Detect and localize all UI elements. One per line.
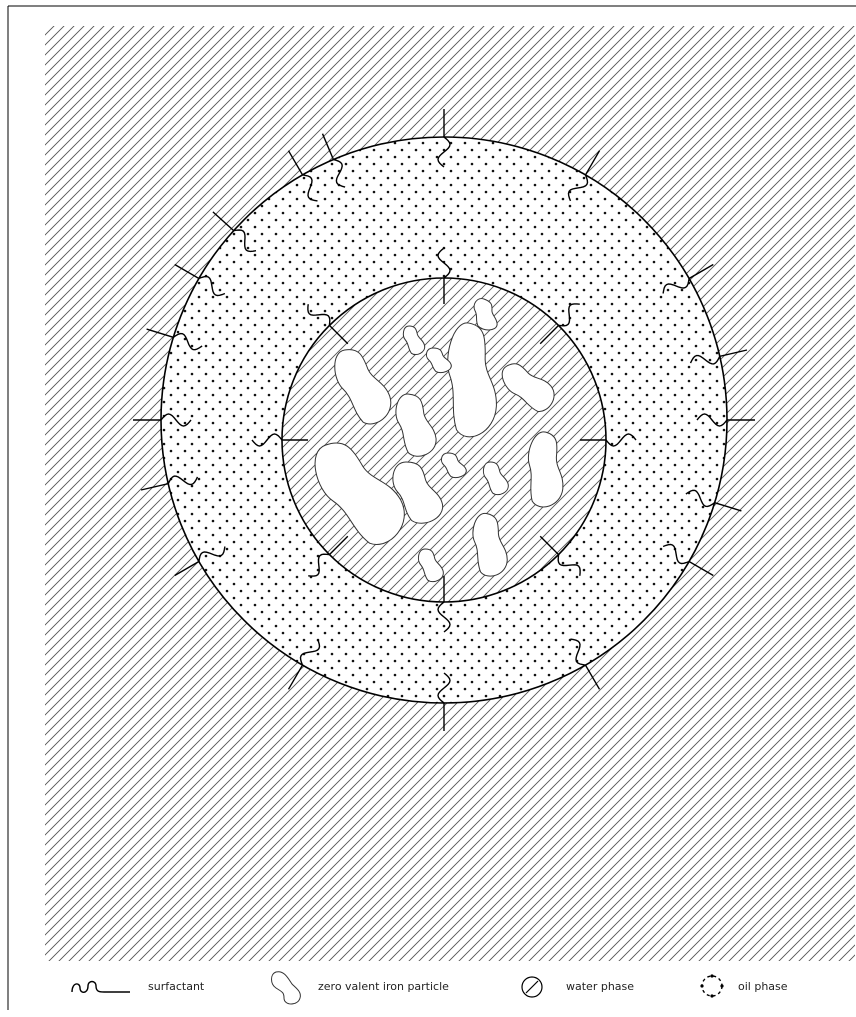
surfactant-icon bbox=[70, 976, 132, 998]
legend-label-oil: oil phase bbox=[738, 980, 788, 993]
legend: surfactant zero valent iron particle wat… bbox=[0, 968, 856, 1008]
legend-label-water: water phase bbox=[566, 980, 634, 993]
legend-label-surfactant: surfactant bbox=[148, 980, 204, 993]
oil-phase-icon bbox=[698, 972, 726, 1000]
water-phase-icon bbox=[519, 974, 545, 1000]
iron-particle-icon bbox=[268, 968, 308, 1008]
legend-label-iron: zero valent iron particle bbox=[318, 980, 449, 993]
